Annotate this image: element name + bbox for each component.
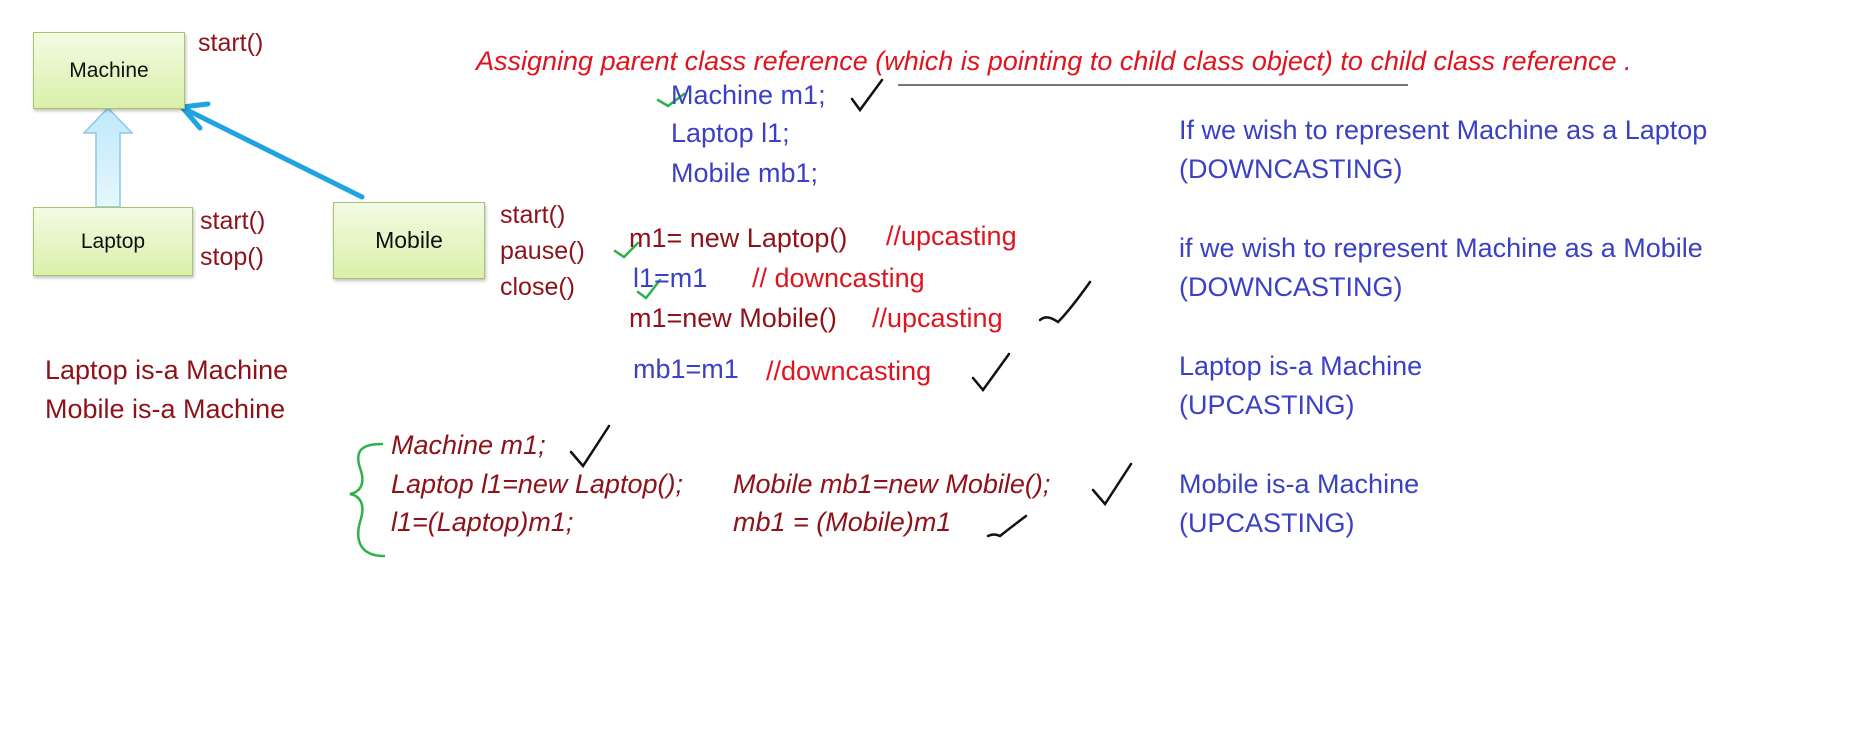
class-box-machine: Machine <box>33 32 185 109</box>
tick-mark-black <box>569 424 611 469</box>
tick-mark-black <box>986 514 1028 538</box>
tick-mark-black <box>1038 280 1092 324</box>
note-line: (DOWNCASTING) <box>1179 154 1403 184</box>
assignment-code: m1= new Laptop() <box>629 223 848 253</box>
tick-mark-green <box>656 92 686 108</box>
laptop-method: start() <box>200 207 266 235</box>
assignment-comment: //upcasting <box>886 221 1017 251</box>
note-line: Mobile is-a Machine <box>1179 469 1420 499</box>
curly-brace <box>349 442 386 558</box>
inheritance-arrow-laptop <box>82 106 134 208</box>
assignment-code: m1=new Mobile() <box>629 303 837 333</box>
relation-text: Laptop is-a Machine <box>45 355 289 385</box>
tick-mark-green <box>613 241 640 259</box>
tick-mark-black <box>971 352 1011 393</box>
heading: Assigning parent class reference (which … <box>476 46 1632 76</box>
example-code-line: Laptop l1=new Laptop(); <box>391 469 683 499</box>
example-code-line: Machine m1; <box>391 430 546 460</box>
mobile-method: start() <box>500 201 566 229</box>
tick-mark-black <box>1091 462 1133 507</box>
relation-text: Mobile is-a Machine <box>45 394 286 424</box>
mobile-method: close() <box>500 273 576 301</box>
declaration-line: Mobile mb1; <box>671 158 819 188</box>
note-line: (UPCASTING) <box>1179 390 1355 420</box>
declaration-line: Machine m1; <box>671 80 826 110</box>
assignment-code: l1=m1 <box>633 263 708 293</box>
note-line: Laptop is-a Machine <box>1179 351 1423 381</box>
note-line: (DOWNCASTING) <box>1179 272 1403 302</box>
assignment-comment: //upcasting <box>872 303 1003 333</box>
laptop-method: stop() <box>200 243 264 271</box>
note-line: If we wish to represent Machine as a Lap… <box>1179 115 1708 145</box>
class-box-laptop: Laptop <box>33 207 193 276</box>
class-name: Laptop <box>80 229 146 253</box>
example-code-line: Mobile mb1=new Mobile(); <box>733 469 1051 499</box>
machine-method: start() <box>198 29 264 57</box>
example-code-line: mb1 = (Mobile)m1 <box>733 507 952 537</box>
declaration-line: Laptop l1; <box>671 118 790 148</box>
class-name: Mobile <box>375 227 443 253</box>
note-line: (UPCASTING) <box>1179 508 1355 538</box>
class-box-mobile: Mobile <box>333 202 485 279</box>
example-code-line: l1=(Laptop)m1; <box>391 507 574 537</box>
assignment-comment: //downcasting <box>766 356 932 386</box>
class-name: Machine <box>69 58 149 82</box>
tick-mark-black <box>850 78 884 113</box>
inheritance-arrow-mobile <box>182 106 365 200</box>
tick-mark-green <box>636 278 662 300</box>
assignment-comment: // downcasting <box>752 263 925 293</box>
note-line: if we wish to represent Machine as a Mob… <box>1179 233 1703 263</box>
mobile-method: pause() <box>500 237 585 265</box>
assignment-code: mb1=m1 <box>633 354 739 384</box>
